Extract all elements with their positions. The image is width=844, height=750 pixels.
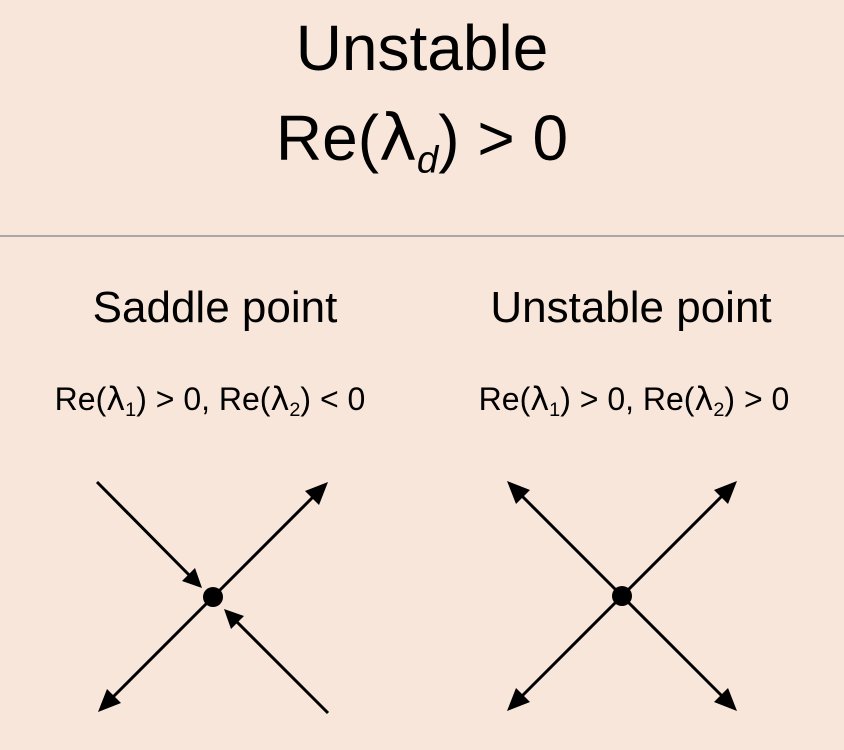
main-condition: Re(λd) > 0 <box>0 102 844 196</box>
main-title: Unstable <box>295 12 549 84</box>
saddle-arrow-lower-right-inward <box>228 613 330 715</box>
unstable-eq-prefix-2: Re( <box>642 381 695 417</box>
saddle-sub-2: 2 <box>289 398 301 421</box>
saddle-sub-1: 1 <box>125 398 137 421</box>
unstable-arrow-upper-left-outward <box>517 491 624 598</box>
unstable-sub-1: 1 <box>549 398 561 421</box>
unstable-arrowhead-upper-right <box>714 481 737 504</box>
saddle-point-diagram <box>95 480 330 715</box>
saddle-equilibrium-point <box>203 587 223 607</box>
unstable-eq-suffix-1: ) > 0, <box>560 381 643 417</box>
unstable-lambda-2: λ <box>694 380 714 418</box>
lambda-subscript: d <box>416 138 439 182</box>
unstable-point-diagram <box>507 481 737 711</box>
saddle-arrowhead-upper-right <box>305 482 328 505</box>
saddle-arrowhead-lower-right <box>224 609 244 629</box>
unstable-lambda-1: λ <box>530 380 550 418</box>
saddle-lambda-1: λ <box>106 380 126 418</box>
unstable-sub-2: 2 <box>713 398 725 421</box>
saddle-arrowhead-upper-left <box>182 568 202 588</box>
saddle-eq-suffix-2: ) < 0 <box>300 381 366 417</box>
unstable-eq-prefix-1: Re( <box>478 381 531 417</box>
saddle-eq-suffix-1: ) > 0, <box>136 381 219 417</box>
unstable-point-condition: Re(λ1) > 0, Re(λ2) > 0 <box>424 377 844 432</box>
saddle-arrowhead-lower-left <box>98 689 121 712</box>
unstable-arrowhead-lower-right <box>714 688 737 711</box>
saddle-point-title: Saddle point <box>92 283 338 332</box>
condition-suffix: ) > 0 <box>438 102 569 174</box>
unstable-arrow-upper-right-outward <box>620 491 727 598</box>
section-divider <box>0 235 844 237</box>
saddle-arrow-upper-right-outward <box>211 492 318 599</box>
unstable-arrow-lower-right-outward <box>620 594 727 701</box>
unstable-eq-suffix-2: ) > 0 <box>724 381 790 417</box>
saddle-arrow-upper-left-inward <box>95 480 198 584</box>
saddle-eq-prefix-1: Re( <box>54 381 107 417</box>
unstable-point-title: Unstable point <box>490 283 772 332</box>
condition-prefix: Re( <box>275 102 380 174</box>
lambda-symbol: λ <box>379 102 417 176</box>
saddle-eq-prefix-2: Re( <box>218 381 271 417</box>
unstable-arrow-lower-left-outward <box>517 594 624 701</box>
saddle-point-condition: Re(λ1) > 0, Re(λ2) < 0 <box>0 377 420 432</box>
saddle-lambda-2: λ <box>270 380 290 418</box>
unstable-equilibrium-point <box>612 586 632 606</box>
unstable-arrowhead-upper-left <box>507 481 530 504</box>
saddle-arrow-lower-left-outward <box>108 595 215 702</box>
unstable-arrowhead-lower-left <box>507 688 530 711</box>
